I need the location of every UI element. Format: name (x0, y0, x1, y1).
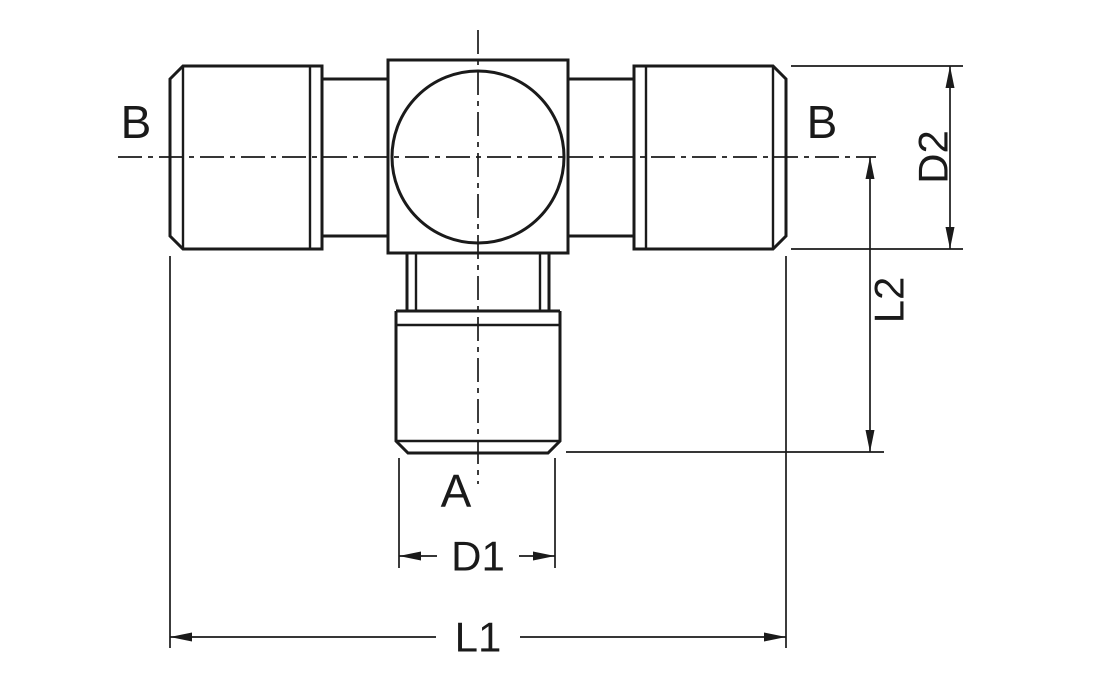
port-labels: B B A (121, 96, 838, 517)
l1-arrow-right (764, 632, 786, 642)
branch-lower-outline (394, 309, 562, 455)
label-port-b-left: B (121, 96, 152, 148)
l2-arrow-top (865, 157, 875, 179)
l2-label: L2 (866, 277, 913, 324)
branch-neck-thread-lines (414, 253, 542, 311)
connector-sections (322, 77, 634, 238)
d2-arrow-bottom (945, 227, 955, 249)
d2-label: D2 (910, 130, 957, 184)
branch-lower-detail-lines (396, 323, 560, 443)
branch-neck-outline (405, 253, 551, 311)
d1-extension-lines (398, 458, 556, 568)
d1-label-background (437, 532, 519, 580)
d2-extension-lines (791, 65, 963, 250)
d1-arrow-right (533, 551, 555, 561)
d2-arrow-top (945, 66, 955, 88)
dimension-l1: L1 (169, 256, 787, 661)
fitting-body (168, 58, 788, 455)
center-block-outline (386, 58, 570, 255)
l1-arrow-left (170, 632, 192, 642)
label-port-a-bottom: A (441, 465, 472, 517)
label-port-b-right: B (807, 96, 838, 148)
d1-arrow-left (399, 551, 421, 561)
horizontal-thread-detail-lines (181, 66, 775, 249)
centerlines (118, 30, 876, 484)
l2-arrow-bottom (865, 430, 875, 452)
l1-label: L1 (455, 614, 502, 661)
dimension-d1: D1 (398, 458, 556, 580)
center-bore-circle (390, 69, 566, 245)
l1-label-background (436, 612, 520, 660)
dimension-d2: D2 (791, 65, 963, 250)
dimension-l2: L2 (566, 157, 913, 453)
d1-label: D1 (451, 533, 505, 580)
